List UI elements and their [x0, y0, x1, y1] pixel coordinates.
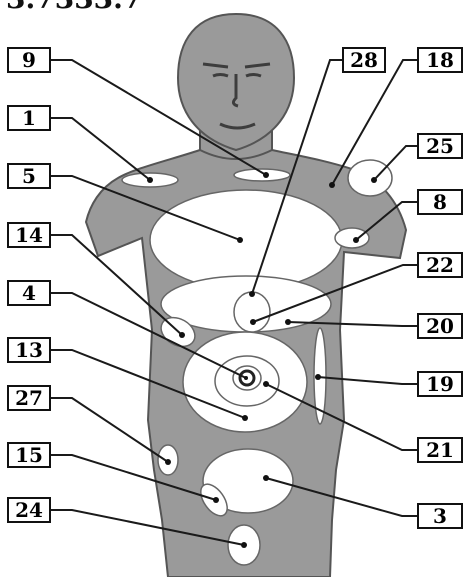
label-13-text: 13	[15, 338, 43, 362]
label-15: 15	[8, 443, 50, 467]
label-25-text: 25	[426, 134, 454, 158]
region-25	[348, 160, 392, 196]
label-18: 18	[418, 48, 462, 72]
label-18-text: 18	[426, 48, 454, 72]
label-5-text: 5	[22, 164, 36, 188]
label-9: 9	[8, 48, 50, 72]
label-22: 22	[418, 253, 462, 277]
label-28-text: 28	[350, 48, 378, 72]
label-19: 19	[418, 372, 462, 396]
label-5: 5	[8, 164, 50, 188]
label-27: 27	[8, 386, 50, 410]
label-20: 20	[418, 314, 462, 338]
region-9	[234, 169, 290, 181]
label-28: 28	[343, 48, 385, 72]
label-22-text: 22	[426, 253, 454, 277]
label-1-text: 1	[22, 106, 36, 130]
region-8	[335, 228, 369, 248]
labels-left: 9 1 5 14 4 13 27 15	[8, 48, 50, 522]
label-13: 13	[8, 338, 50, 362]
header-text: 3.7333.7	[6, 0, 142, 15]
labels-right: 28 18 25 8 22 20 19 21	[343, 48, 462, 528]
region-28	[234, 292, 270, 332]
label-3: 3	[418, 504, 462, 528]
label-24-text: 24	[15, 498, 43, 522]
label-4-text: 4	[22, 281, 36, 305]
label-3-text: 3	[433, 504, 447, 528]
label-25: 25	[418, 134, 462, 158]
region-5	[150, 190, 342, 290]
label-8-text: 8	[433, 190, 447, 214]
label-21: 21	[418, 438, 462, 462]
label-19-text: 19	[426, 372, 454, 396]
label-20-text: 20	[426, 314, 454, 338]
label-8: 8	[418, 190, 462, 214]
label-14: 14	[8, 223, 50, 247]
label-1: 1	[8, 106, 50, 130]
label-9-text: 9	[22, 48, 36, 72]
label-15-text: 15	[15, 443, 43, 467]
label-14-text: 14	[15, 223, 43, 247]
label-21-text: 21	[426, 438, 454, 462]
label-24: 24	[8, 498, 50, 522]
label-27-text: 27	[15, 386, 43, 410]
label-4: 4	[8, 281, 50, 305]
